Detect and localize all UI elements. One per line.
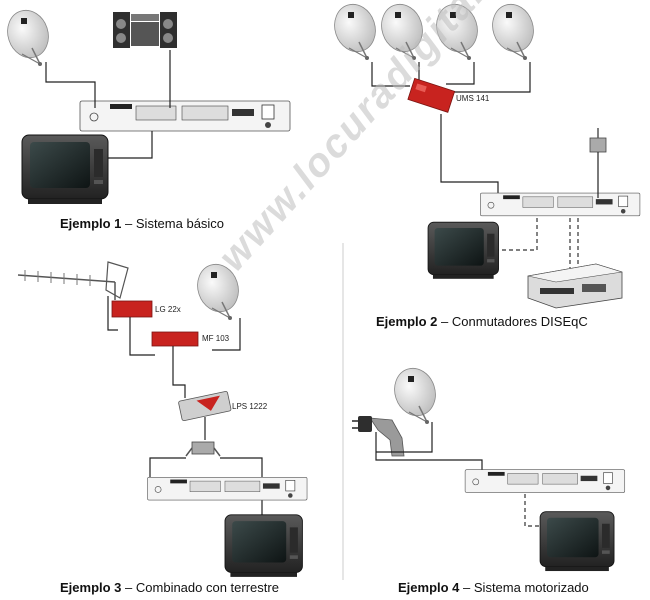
receiver-icon — [147, 476, 308, 501]
cable-line — [45, 62, 96, 108]
receiver-icon — [464, 469, 626, 493]
splitter-icon — [185, 441, 221, 457]
satellite-dish-icon — [485, 0, 541, 61]
splitter-icon — [589, 128, 607, 153]
diseqc-switch-icon — [407, 77, 456, 113]
lg-22x-device-icon — [111, 300, 153, 318]
caption-title: Ejemplo 3 — [60, 580, 122, 595]
satellite-dish-icon — [327, 0, 383, 61]
vcr-icon — [527, 263, 623, 309]
satellite-dish-icon — [0, 4, 56, 67]
example-1-group — [0, 4, 291, 205]
caption-title: Ejemplo 1 — [60, 216, 122, 231]
motor-actuator-icon — [352, 416, 405, 457]
television-icon — [427, 221, 499, 280]
television-icon — [539, 511, 615, 572]
lps-1222-label: LPS 1222 — [232, 402, 268, 411]
caption-example-4: Ejemplo 4 – Sistema motorizado — [398, 580, 589, 595]
satellite-dish-icon — [387, 362, 443, 425]
caption-text: Conmutadores DISEqC — [451, 314, 588, 329]
receiver-icon — [79, 100, 291, 132]
caption-text: Combinado con terrestre — [135, 580, 279, 595]
mf-103-device-icon — [151, 331, 199, 347]
stereo-system-icon — [113, 12, 177, 48]
television-icon — [21, 134, 109, 205]
receiver-icon — [479, 192, 641, 217]
caption-text: Sistema básico — [135, 216, 225, 231]
example-3-group: LG 22x MF 103 LPS 1222 — [17, 258, 308, 578]
caption-example-1: Ejemplo 1 – Sistema básico — [60, 216, 225, 231]
caption-text: Sistema motorizado — [473, 580, 589, 595]
ums-141-label: UMS 141 — [456, 94, 490, 103]
caption-example-3: Ejemplo 3 – Combinado con terrestre — [60, 580, 279, 595]
caption-title: Ejemplo 4 — [398, 580, 460, 595]
example-2-group: UMS 141 — [327, 0, 641, 309]
lps-1222-device-icon — [178, 391, 232, 422]
television-icon — [224, 514, 303, 578]
caption-example-2: Ejemplo 2 – Conmutadores DISEqC — [376, 314, 588, 329]
example-4-group — [352, 362, 626, 572]
terrestrial-antenna-icon — [17, 261, 129, 300]
mf-103-label: MF 103 — [202, 334, 230, 343]
caption-title: Ejemplo 2 — [376, 314, 438, 329]
lg-22x-label: LG 22x — [155, 305, 181, 314]
